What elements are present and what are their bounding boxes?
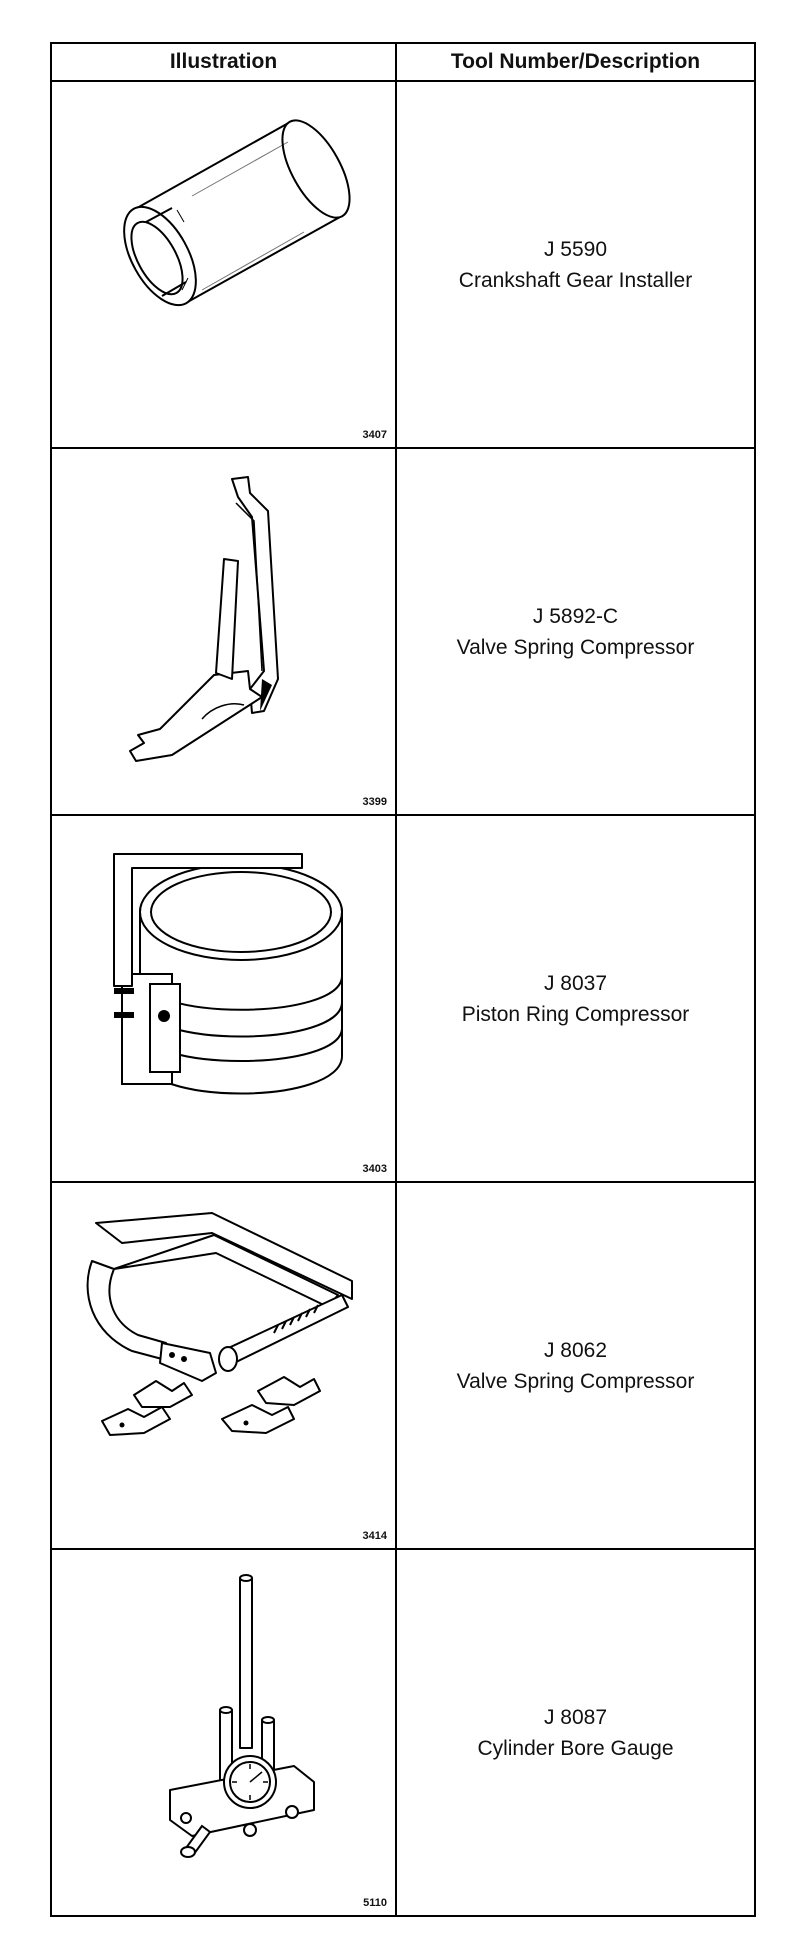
description-cell: J 8087 Cylinder Bore Gauge <box>395 1548 756 1917</box>
description-cell: J 8037 Piston Ring Compressor <box>395 814 756 1183</box>
illustration-cell: 5110 <box>50 1548 397 1917</box>
illustration-cell: 3407 <box>50 80 397 449</box>
illustration-cell: 3399 <box>50 447 397 816</box>
illustration-cell: 3414 <box>50 1181 397 1550</box>
tool-description: Piston Ring Compressor <box>461 1002 690 1026</box>
description-cell: J 5892-C Valve Spring Compressor <box>395 447 756 816</box>
tool-number: J 5590 <box>543 237 608 261</box>
header-illustration: Illustration <box>50 42 397 82</box>
tool-number: J 8062 <box>543 1338 608 1362</box>
tool-number: J 5892-C <box>532 604 619 628</box>
description-cell: J 8062 Valve Spring Compressor <box>395 1181 756 1550</box>
table-row: 3403 J 8037 Piston Ring Compressor <box>50 814 756 1183</box>
table-row: 3399 J 5892-C Valve Spring Compressor <box>50 447 756 816</box>
figure-number: 3407 <box>362 429 387 441</box>
valve-spring-compressor-clamp-icon <box>86 1212 353 1436</box>
valve-spring-compressor-lever-icon <box>129 476 279 762</box>
piston-ring-compressor-icon <box>113 853 343 1095</box>
special-tools-table: Illustration Tool Number/Description <box>50 42 756 1917</box>
figure-number: 3403 <box>362 1163 387 1175</box>
figure-number: 3399 <box>362 796 387 808</box>
header-tool-number-description: Tool Number/Description <box>395 42 756 82</box>
table-row: 3414 J 8062 Valve Spring Compressor <box>50 1181 756 1550</box>
tool-number: J 8037 <box>543 971 608 995</box>
tool-number: J 8087 <box>543 1705 608 1729</box>
tool-description: Cylinder Bore Gauge <box>477 1736 674 1760</box>
figure-number: 5110 <box>363 1897 387 1909</box>
cylinder-bore-gauge-icon <box>169 1574 315 1858</box>
figure-number: 3414 <box>362 1530 387 1542</box>
crankshaft-gear-installer-icon <box>123 119 351 307</box>
tool-description: Valve Spring Compressor <box>456 1369 695 1393</box>
table-row: 3407 J 5590 Crankshaft Gear Installer <box>50 80 756 449</box>
header-row: Illustration Tool Number/Description <box>50 42 756 82</box>
tool-description: Crankshaft Gear Installer <box>458 268 693 292</box>
tool-description: Valve Spring Compressor <box>456 635 695 659</box>
table-row: 5110 J 8087 Cylinder Bore Gauge <box>50 1548 756 1917</box>
description-cell: J 5590 Crankshaft Gear Installer <box>395 80 756 449</box>
illustration-cell: 3403 <box>50 814 397 1183</box>
